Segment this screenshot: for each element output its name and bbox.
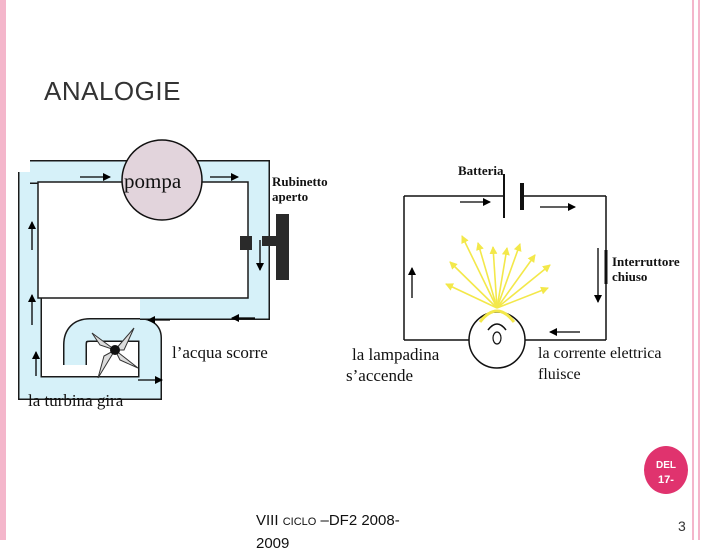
right-frame-stripe-outer bbox=[698, 0, 700, 540]
hydraulic-circuit: pompa Rubinetto aperto l’acqua scor bbox=[18, 139, 328, 410]
switch-label-line1: Interruttore bbox=[612, 254, 680, 269]
pump-label: pompa bbox=[124, 169, 182, 193]
lamp-label-line1: la lampadina bbox=[352, 345, 440, 364]
valve-label-line2: aperto bbox=[272, 189, 308, 204]
badge-line1: DEL bbox=[656, 460, 676, 471]
current-label-line1: la corrente elettrica bbox=[538, 345, 661, 362]
water-label: l’acqua scorre bbox=[172, 343, 268, 362]
valve bbox=[240, 214, 289, 280]
lamp-label-line2: s’accende bbox=[346, 366, 413, 385]
left-frame-stripe bbox=[0, 0, 6, 540]
current-label-line2: fluisce bbox=[538, 366, 581, 383]
turbine-icon bbox=[91, 327, 139, 379]
pump bbox=[121, 139, 203, 221]
footer-part4: 2009 bbox=[256, 535, 290, 552]
light-rays bbox=[445, 235, 551, 309]
battery-label: Batteria bbox=[458, 163, 504, 178]
page-number: 3 bbox=[678, 518, 686, 534]
water-flow-arrows bbox=[28, 173, 264, 384]
lamp-icon bbox=[468, 309, 526, 369]
badge-line2: 17- bbox=[658, 474, 674, 486]
analogy-diagram: pompa Rubinetto aperto l’acqua scor bbox=[18, 139, 680, 410]
water-pipe-inner bbox=[19, 172, 161, 399]
footer-part3: –DF2 2008- bbox=[316, 512, 400, 529]
electric-circuit: Batteria Interruttore chiuso bbox=[346, 163, 680, 385]
right-frame-stripe bbox=[692, 0, 694, 540]
turbine-label: la turbina gira bbox=[28, 391, 124, 410]
switch-label-line2: chiuso bbox=[612, 269, 647, 284]
footer-part2: CICLO bbox=[282, 516, 317, 528]
slide-title: ANALOGIE bbox=[44, 76, 181, 106]
current-flow-arrows bbox=[408, 198, 602, 336]
battery-icon bbox=[503, 174, 524, 218]
slide-footer: VIII CICLO –DF2 2008- 2009 bbox=[256, 510, 400, 555]
circuit-wires bbox=[403, 195, 607, 341]
valve-label-line1: Rubinetto bbox=[272, 174, 328, 189]
footer-part1: VIII bbox=[256, 512, 283, 529]
slide-badge: DEL 17- bbox=[644, 446, 688, 494]
